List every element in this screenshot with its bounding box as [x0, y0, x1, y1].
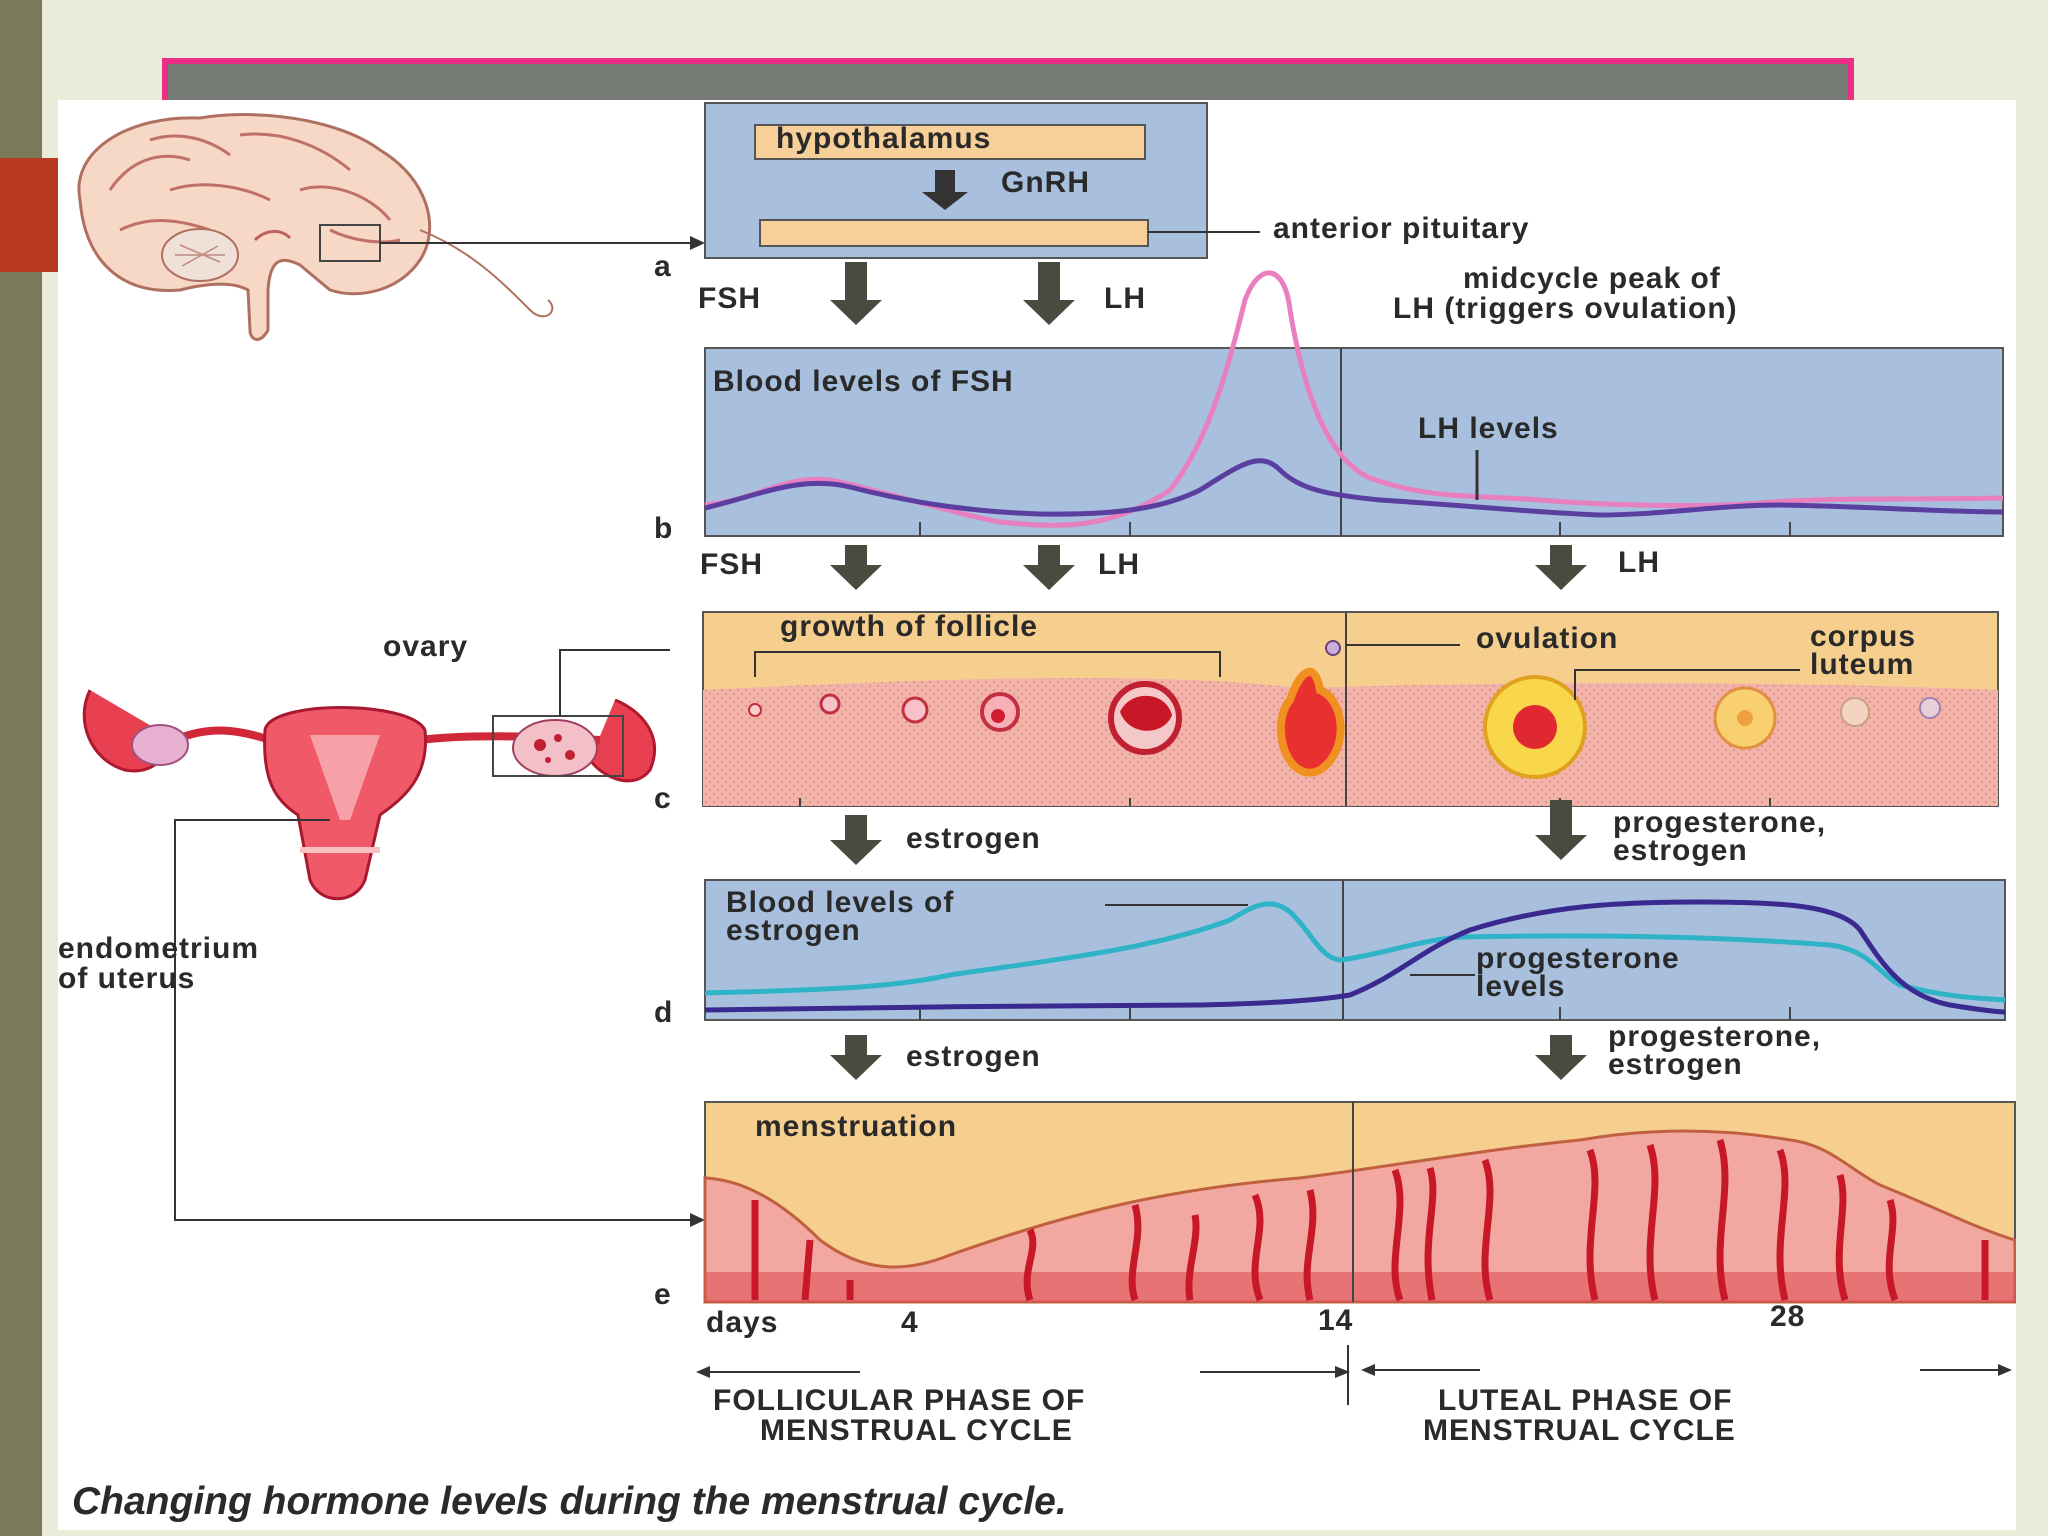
- follicular-phase-line1: FOLLICULAR PHASE OF: [713, 1384, 1086, 1417]
- uterus-illustration: [82, 649, 705, 1227]
- lh-label-3: LH: [1618, 546, 1660, 579]
- panel-letter-a: a: [654, 250, 671, 283]
- axis-tick-28: 28: [1770, 1300, 1806, 1333]
- blood-fsh-title: Blood levels of FSH: [713, 365, 1014, 398]
- luteal-phase-line1: LUTEAL PHASE OF: [1438, 1384, 1733, 1417]
- gnrh-label: GnRH: [1001, 166, 1090, 199]
- panel-letter-c: c: [654, 782, 671, 815]
- progesterone-levels-1: progesterone: [1476, 942, 1680, 975]
- growth-follicle-label: growth of follicle: [780, 610, 1038, 643]
- pituitary-box: [759, 219, 1149, 247]
- lh-label-2: LH: [1098, 548, 1140, 581]
- figure-caption: Changing hormone levels during the menst…: [72, 1480, 1067, 1523]
- midcycle-peak-line2: LH (triggers ovulation): [1393, 292, 1738, 325]
- estrogen-label-3: estrogen: [906, 1040, 1041, 1073]
- estrogen-label-2: estrogen: [1613, 834, 1748, 867]
- corpus-label: corpus: [1810, 620, 1917, 653]
- progesterone-label-2: progesterone,: [1608, 1020, 1822, 1053]
- progesterone-levels-2: levels: [1476, 970, 1566, 1003]
- blood-vessels: [751, 1138, 1989, 1302]
- lh-curve: [704, 270, 2004, 528]
- fsh-label-2: FSH: [700, 548, 763, 581]
- progesterone-arrow-2-icon: [1535, 1035, 1587, 1080]
- panel-letter-e: e: [654, 1278, 671, 1311]
- hormone-cycle-figure: hypothalamus GnRH anterior pituitary FSH…: [58, 100, 2017, 1530]
- of-uterus-label: of uterus: [58, 962, 196, 995]
- panel-letter-d: d: [654, 996, 673, 1029]
- fsh-arrow-2-icon: [830, 545, 882, 590]
- luteal-phase-line2: MENSTRUAL CYCLE: [1423, 1414, 1736, 1447]
- estrogen-label-1: estrogen: [906, 822, 1041, 855]
- fsh-label-1: FSH: [698, 282, 761, 315]
- arrows-b-c: [830, 545, 1587, 590]
- arrows-d-e: [830, 1035, 1587, 1080]
- progesterone-arrow-icon: [1535, 800, 1587, 860]
- hypothalamus-label: hypothalamus: [776, 122, 992, 155]
- slide-accent-tab: [0, 158, 60, 272]
- estrogen-arrow-icon: [830, 815, 882, 865]
- anterior-pituitary-label: anterior pituitary: [1273, 212, 1530, 245]
- hypothalamus-box: [754, 124, 1146, 160]
- luteum-label: luteum: [1810, 648, 1915, 681]
- menstruation-label: menstruation: [755, 1110, 958, 1143]
- ovulation-label: ovulation: [1476, 622, 1619, 655]
- axis-tick-14: 14: [1318, 1304, 1354, 1337]
- panel-letter-b: b: [654, 512, 673, 545]
- estrogen-label-4: estrogen: [1608, 1048, 1743, 1081]
- fsh-curve: [704, 458, 2004, 518]
- endometrium-label: endometrium: [58, 932, 260, 965]
- phase-arrows: [696, 1345, 2012, 1405]
- axis-tick-4: 4: [901, 1306, 919, 1339]
- arrows-c-d: [830, 800, 1587, 865]
- blood-estrogen-title-2: estrogen: [726, 914, 861, 947]
- fsh-arrow-icon: [830, 262, 882, 325]
- ovary-label: ovary: [383, 630, 469, 663]
- lh-arrow-icon: [1023, 262, 1075, 325]
- gnrh-arrow-icon: [922, 170, 968, 210]
- follicular-phase-line2: MENSTRUAL CYCLE: [760, 1414, 1073, 1447]
- blood-estrogen-title-1: Blood levels of: [726, 886, 955, 919]
- lh-label-1: LH: [1104, 282, 1146, 315]
- lh-arrow-2-icon: [1023, 545, 1075, 590]
- slide-title-frame: [162, 58, 1854, 102]
- progesterone-curve: [704, 899, 2006, 1015]
- lh-levels-label: LH levels: [1418, 412, 1559, 445]
- ovary-tissue: [703, 678, 1998, 806]
- arrows-a-b: [830, 262, 1075, 325]
- progesterone-label-1: progesterone,: [1613, 806, 1827, 839]
- axis-days-label: days: [706, 1306, 779, 1339]
- diagram-svg: [77, 102, 2017, 1405]
- follicles: [748, 640, 1941, 779]
- estrogen-arrow-2-icon: [830, 1035, 882, 1080]
- midcycle-peak-line1: midcycle peak of: [1463, 262, 1721, 295]
- estrogen-curve: [704, 901, 2006, 1003]
- lh-arrow-3-icon: [1535, 545, 1587, 590]
- brain-illustration: [77, 113, 705, 341]
